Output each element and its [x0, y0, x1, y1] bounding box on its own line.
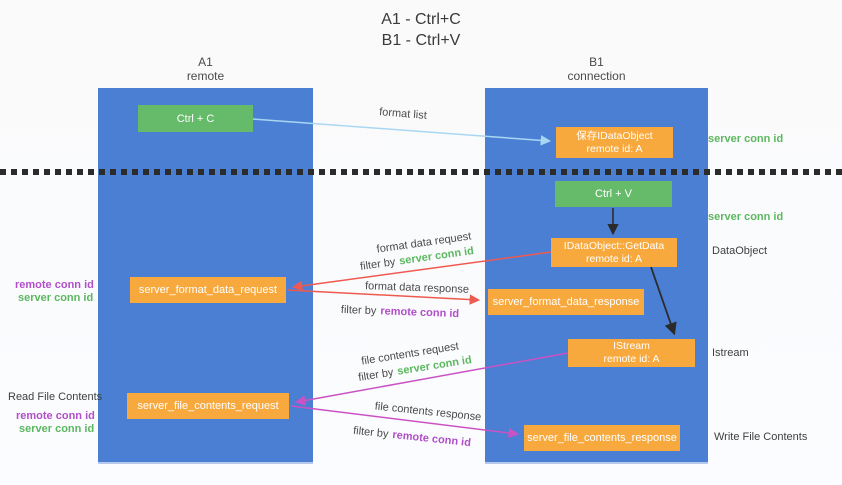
- node-istream-line2: remote id: A: [603, 353, 660, 365]
- node-server-format-data-request-label: server_format_data_request: [138, 284, 278, 296]
- title-line-1: A1 - Ctrl+C: [381, 11, 461, 28]
- right-column-subtitle: connection: [567, 69, 626, 83]
- server-conn-id-label-top: server conn id: [708, 133, 784, 145]
- server-conn-id-label-2: server conn id: [19, 423, 95, 435]
- node-istream: IStream remote id: A: [568, 339, 695, 367]
- node-ctrl-c-label: Ctrl + C: [176, 112, 215, 125]
- title-line-2: B1 - Ctrl+V: [381, 32, 461, 49]
- filter-by-text: filter by: [359, 256, 397, 273]
- node-istream-line1: IStream: [613, 340, 650, 352]
- node-idataobject-getdata-line2: remote id: A: [585, 252, 643, 265]
- remote-conn-id-text: remote conn id: [380, 305, 460, 321]
- remote-conn-id-text: remote conn id: [391, 428, 472, 450]
- istream-side-label: Istream: [712, 347, 749, 359]
- node-server-format-data-response: server_format_data_response: [488, 289, 644, 315]
- filter-by-text: filter by: [340, 303, 377, 318]
- diagram-title: A1 - Ctrl+C B1 - Ctrl+V: [0, 9, 842, 51]
- format-data-response-label: format data response: [364, 280, 470, 296]
- node-ctrl-v-label: Ctrl + V: [595, 188, 632, 200]
- server-conn-id-label-1: server conn id: [18, 292, 94, 304]
- node-ctrl-c: Ctrl + C: [138, 105, 253, 132]
- node-save-idataobject-line1: 保存IDataObject: [576, 129, 653, 142]
- right-column-header: B1 connection: [485, 55, 708, 83]
- node-idataobject-getdata-line1: IDataObject::GetData: [563, 239, 665, 252]
- format-list-label: format list: [378, 106, 428, 122]
- filter-by-text: filter by: [352, 424, 390, 441]
- node-save-idataobject-line2: remote id: A: [586, 142, 643, 155]
- node-server-file-contents-response-label: server_file_contents_response: [527, 432, 677, 444]
- read-file-contents-label: Read File Contents: [8, 391, 103, 403]
- remote-conn-id-label-2: remote conn id: [16, 410, 95, 422]
- node-server-file-contents-response: server_file_contents_response: [524, 425, 680, 451]
- node-server-file-contents-request: server_file_contents_request: [127, 393, 289, 419]
- remote-conn-id-label-1: remote conn id: [15, 279, 94, 291]
- write-file-contents-label: Write File Contents: [714, 431, 808, 443]
- file-contents-response-label: file contents response: [374, 400, 482, 424]
- node-server-format-data-request: server_format_data_request: [130, 277, 286, 303]
- left-column-title: A1: [198, 55, 213, 69]
- left-column-header: A1 remote: [98, 55, 313, 83]
- node-server-format-data-response-label: server_format_data_response: [492, 296, 640, 308]
- left-column-subtitle: remote: [186, 69, 225, 83]
- dataobject-label: DataObject: [712, 245, 768, 257]
- node-server-file-contents-request-label: server_file_contents_request: [137, 400, 279, 412]
- node-idataobject-getdata: IDataObject::GetData remote id: A: [551, 238, 677, 267]
- right-column-title: B1: [589, 55, 604, 69]
- dashed-separator: [0, 169, 842, 175]
- node-ctrl-v: Ctrl + V: [555, 181, 672, 207]
- filter-by-text: filter by: [357, 366, 395, 384]
- node-save-idataobject: 保存IDataObject remote id: A: [556, 127, 673, 158]
- server-conn-id-label-mid: server conn id: [708, 211, 784, 223]
